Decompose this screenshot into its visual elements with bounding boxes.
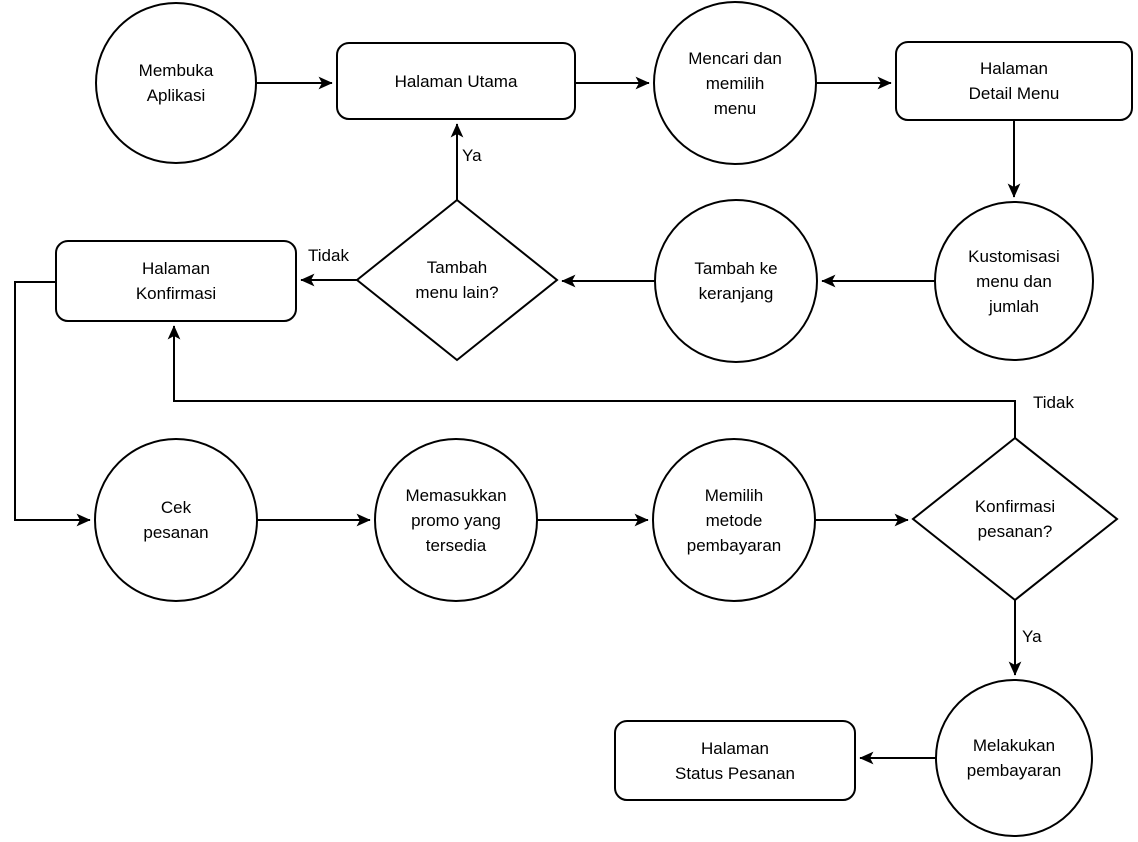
node-shape-kustomisasi-menu [934,201,1094,361]
node-shape-halaman-detail-menu [895,41,1133,121]
node-shape-konfirmasi-pesanan [911,436,1119,602]
edge-konfirmasi-to-cek-pesanan [14,281,91,527]
node-shape-membuka-aplikasi [95,2,257,164]
node-shape-tambah-menu-lain [355,198,559,362]
node-shape-memasukkan-promo [374,438,538,602]
node-shape-melakukan-pembayaran [935,679,1093,837]
node-shape-cek-pesanan [94,438,258,602]
node-shape-tambah-ke-keranjang [654,199,818,363]
node-shape-halaman-status-pesanan [614,720,856,801]
edge-konfirmasi-pesanan-tidak-to-halaman-konfirmasi [167,325,1016,438]
node-shape-halaman-konfirmasi [55,240,297,322]
node-shape-memilih-metode [652,438,816,602]
node-shape-halaman-utama [336,42,576,120]
node-shape-mencari-memilih-menu [653,1,817,165]
